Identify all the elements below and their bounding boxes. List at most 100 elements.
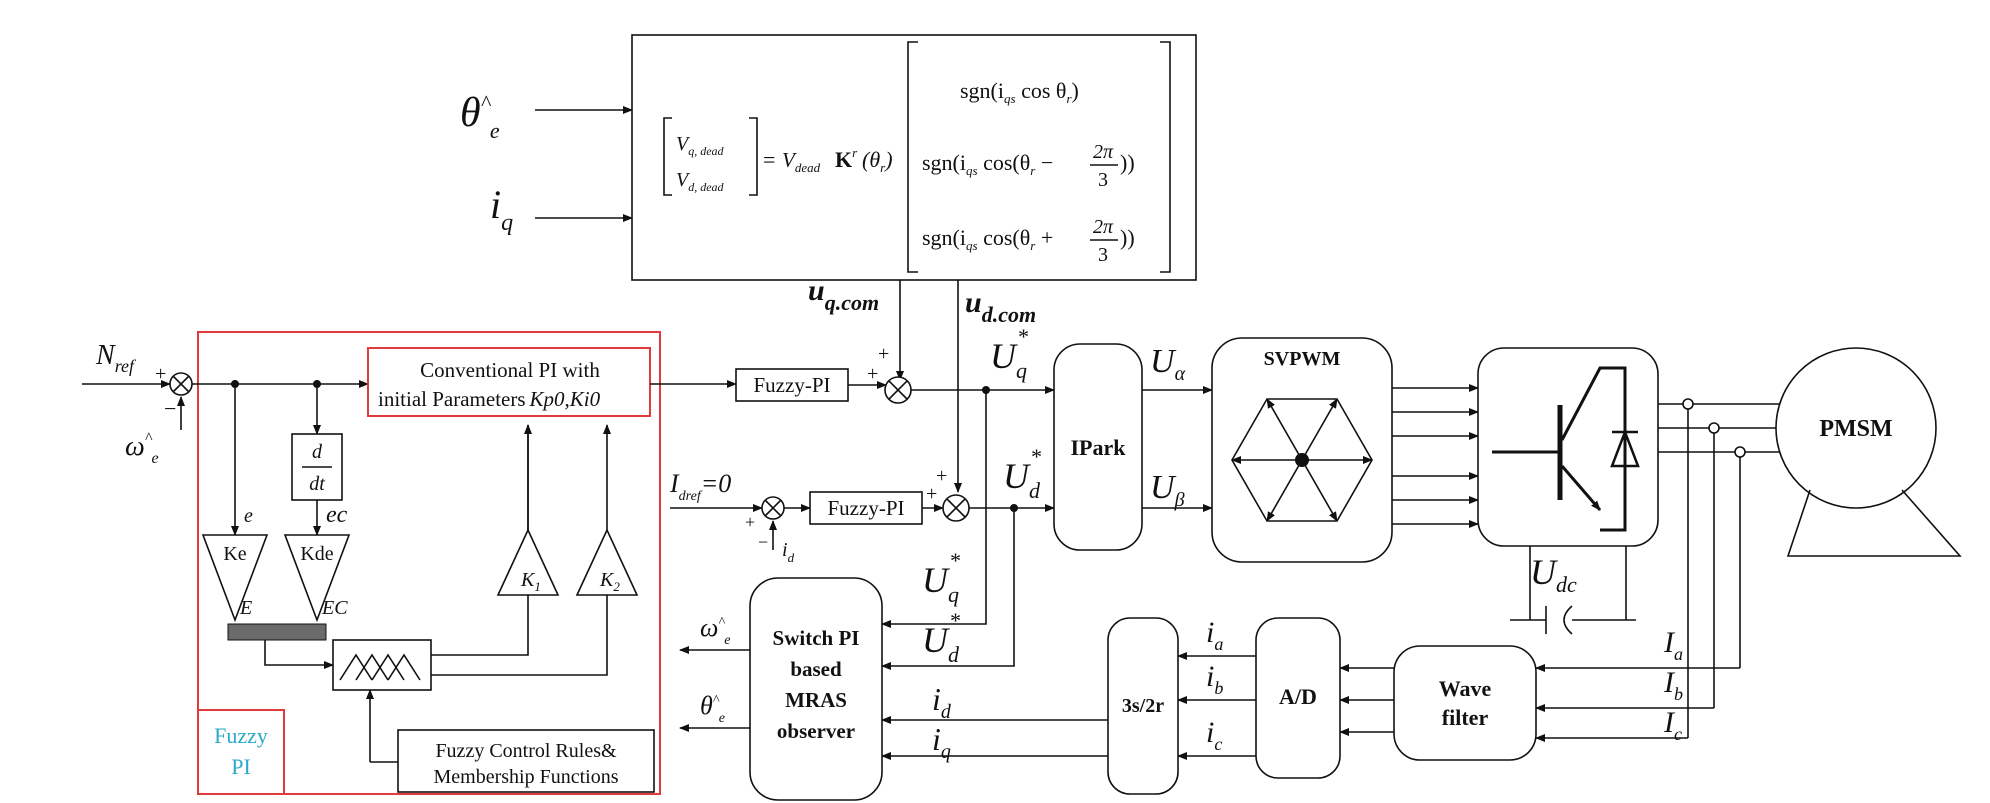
svg-text:dt: dt xyxy=(309,473,325,495)
n-ref-label: Nref xyxy=(95,340,137,376)
svg-text:Vdead: Vdead xyxy=(782,148,821,175)
u-alpha-label: Uα xyxy=(1150,343,1186,385)
u-beta-label: Uβ xyxy=(1150,469,1185,511)
svg-text:Fuzzy-PI: Fuzzy-PI xyxy=(828,496,905,520)
svg-text:+: + xyxy=(936,465,947,487)
vq-dead-sub: q, dead xyxy=(688,144,724,158)
k2-gain xyxy=(575,528,639,596)
svg-text:+: + xyxy=(745,512,755,532)
svg-text:Ke: Ke xyxy=(223,543,246,565)
svg-text:PMSM: PMSM xyxy=(1819,416,1892,442)
eq-row-3: sgn(iqs cos(θr + xyxy=(922,225,1053,253)
ud-star-label: Ud* xyxy=(1003,444,1041,503)
svg-text:Fuzzy-PI: Fuzzy-PI xyxy=(754,373,831,397)
svg-text:−: − xyxy=(164,396,176,421)
ke-gain xyxy=(201,534,269,623)
svg-text:+: + xyxy=(878,343,889,365)
iq-input-label: iq xyxy=(490,182,513,236)
svg-text:based: based xyxy=(790,657,842,681)
vq-dead-label: V xyxy=(676,133,691,155)
svg-text:A/D: A/D xyxy=(1279,684,1317,709)
eq-row-2: sgn(iqs cos(θr − xyxy=(922,150,1053,178)
ia-label: ia xyxy=(1206,616,1223,654)
pmsm-motor xyxy=(1775,347,1937,509)
svg-text:Wave: Wave xyxy=(1439,676,1492,701)
clarke-park-block xyxy=(1107,617,1179,795)
idref-label: Idref=0 xyxy=(669,469,731,504)
svg-text:+: + xyxy=(867,363,878,385)
igbt-icon xyxy=(1492,366,1640,532)
kde-gain xyxy=(283,534,351,623)
k1-gain xyxy=(496,528,560,596)
inverter-block xyxy=(1477,347,1659,547)
wave-filter-block xyxy=(1393,645,1537,761)
svg-text:Switch PI: Switch PI xyxy=(773,626,860,650)
svg-text:Membership Functions: Membership Functions xyxy=(434,766,619,788)
mras-ud-label: Ud* xyxy=(922,608,960,667)
ic-label: ic xyxy=(1206,716,1222,754)
svg-text:Fuzzy Control Rules&: Fuzzy Control Rules& xyxy=(435,740,617,762)
svg-text:filter: filter xyxy=(1442,705,1489,730)
mras-id-label: id xyxy=(932,681,952,723)
svg-text:Kde: Kde xyxy=(300,543,333,565)
uq-star-label: Uq* xyxy=(990,324,1028,383)
mras-observer-block xyxy=(749,577,883,801)
fuzzy-pi-region xyxy=(197,331,661,795)
id-feedback-label: id xyxy=(782,539,795,565)
equals-sign: = xyxy=(763,147,775,172)
eq-row-1: sgn(iqs cos θr) xyxy=(960,78,1079,106)
svg-text:K1: K1 xyxy=(520,569,541,594)
svpwm-hexagon-icon xyxy=(1231,398,1373,522)
svg-text:+: + xyxy=(926,483,937,505)
conventional-pi-line1: Conventional PI with xyxy=(420,358,600,382)
svg-text:(θr): (θr) xyxy=(862,147,893,175)
fuzzy-pi-label-2: PI xyxy=(231,754,251,779)
svpwm-block xyxy=(1211,337,1393,563)
k-matrix: Kr xyxy=(835,145,858,172)
ec-label: ec xyxy=(326,502,348,528)
pwm-signals xyxy=(1392,384,1479,528)
mux-bar xyxy=(227,623,327,641)
vd-dead-label: V xyxy=(676,169,691,191)
fuzzy-pi-d-box xyxy=(809,491,923,525)
deadtime-compensation-box xyxy=(631,34,1197,281)
fuzzy-rules-box xyxy=(397,729,655,793)
uq-com-label: uq.com xyxy=(808,274,879,315)
svg-text:IPark: IPark xyxy=(1071,435,1127,460)
e-label: e xyxy=(244,505,253,527)
deadtime-equation: Vq, dead Vd, dead = Vdead Kr (θr) sgn(iq… xyxy=(663,41,1171,273)
ad-converter-block xyxy=(1255,617,1341,779)
conventional-pi-box xyxy=(367,347,651,417)
svg-text:Vq, dead: Vq, dead xyxy=(676,133,725,158)
phase-lines xyxy=(1658,398,1780,738)
vd-dead-sub: d, dead xyxy=(688,180,724,194)
svg-text:Vd, dead: Vd, dead xyxy=(676,169,725,194)
Ic-label: Ic xyxy=(1663,706,1682,744)
svg-text:3: 3 xyxy=(1098,244,1108,266)
udc-label: Udc xyxy=(1530,552,1577,597)
svg-text:3s/2r: 3s/2r xyxy=(1122,695,1164,717)
EC-label: EC xyxy=(321,597,348,619)
svg-text:2π: 2π xyxy=(1093,141,1114,163)
svg-text:3: 3 xyxy=(1098,169,1108,191)
mras-iq-label: iq xyxy=(932,721,951,763)
omega-e-feedback-label: ω^e xyxy=(125,430,159,467)
theta-e-input-label: θ^e xyxy=(460,90,500,143)
fuzzy-pi-label-1: Fuzzy xyxy=(214,723,268,748)
mras-uq-label: Uq* xyxy=(922,548,960,607)
ib-label: ib xyxy=(1206,660,1223,698)
svg-text:SVPWM: SVPWM xyxy=(1264,348,1341,370)
svg-text:)): )) xyxy=(1120,150,1135,175)
E-label: E xyxy=(239,597,252,619)
omega-out-label: ω^e xyxy=(700,613,730,648)
svg-text:observer: observer xyxy=(777,719,855,743)
svg-text:MRAS: MRAS xyxy=(785,688,847,712)
fuzzy-pi-label-box xyxy=(197,709,285,795)
svg-text:d: d xyxy=(312,441,323,463)
Ib-label: Ib xyxy=(1663,666,1683,704)
Ia-label: Ia xyxy=(1663,626,1683,664)
svg-text:)): )) xyxy=(1120,225,1135,250)
ud-com-label: ud.com xyxy=(965,286,1036,327)
